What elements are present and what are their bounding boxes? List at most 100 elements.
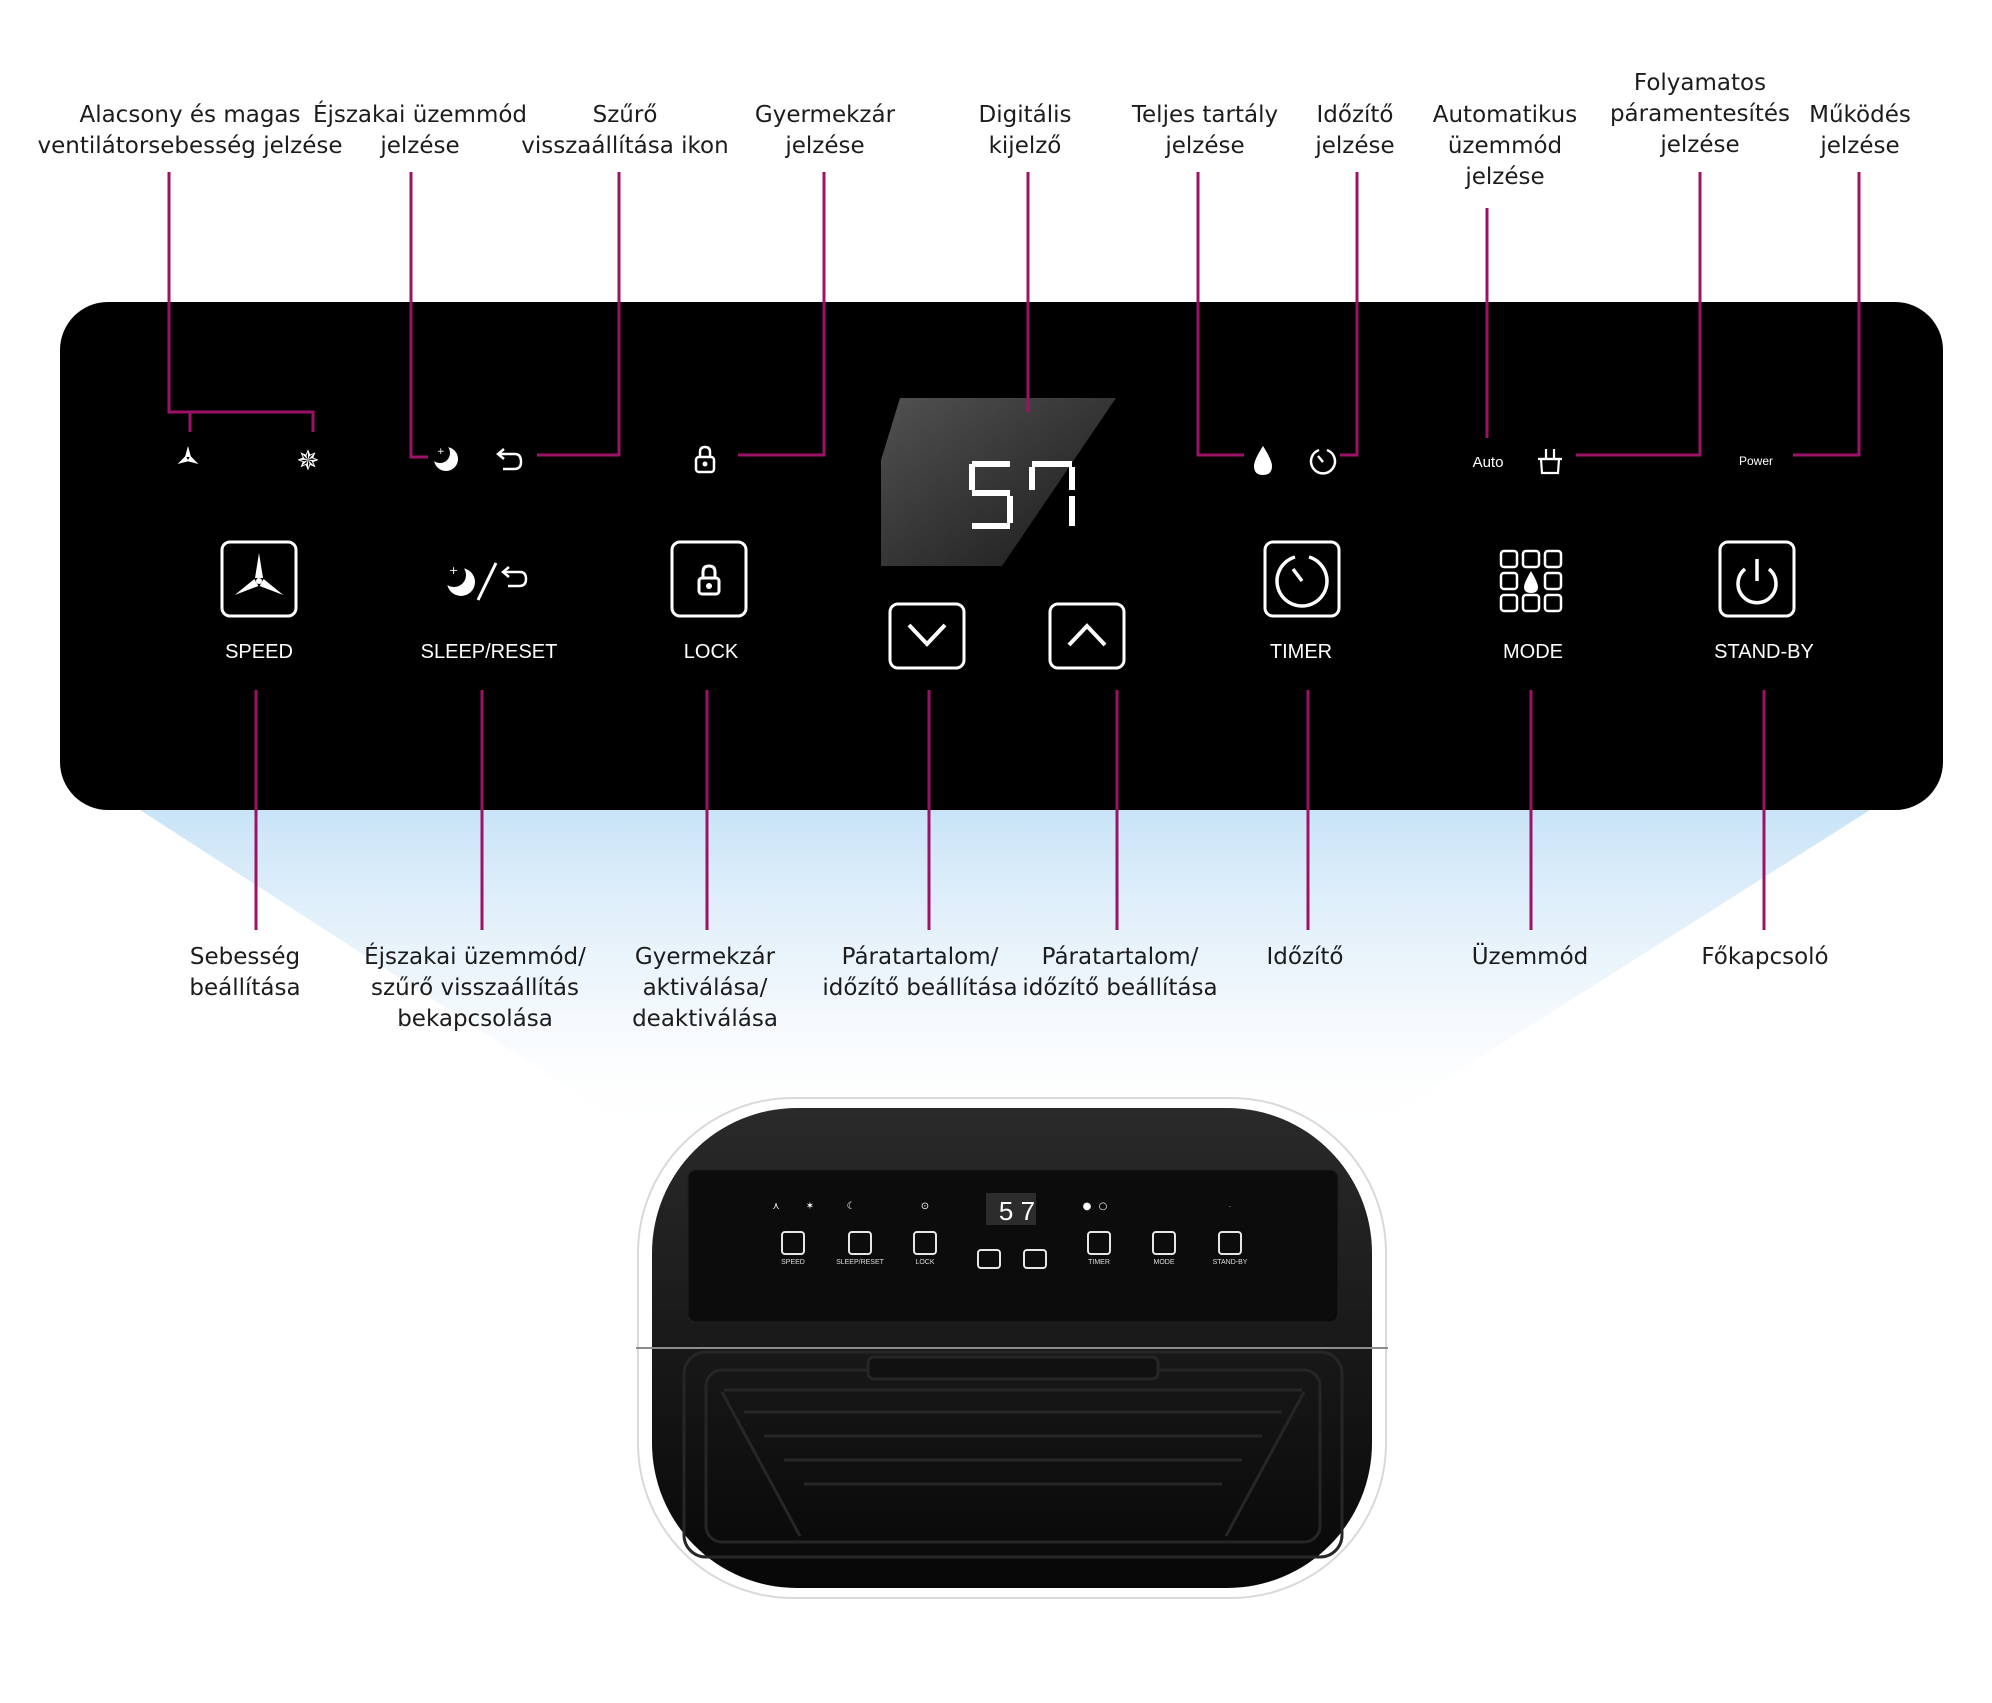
label-lock: Gyermekzár aktiválása/ deaktiválása [632,944,778,1032]
label-child-lock: Gyermekzár jelzése [754,102,896,159]
indicator-row: ✵ + Auto Power [177,443,1773,477]
leader-child-lock [738,172,826,457]
label-night-mode: Éjszakai üzemmód jelzése [312,102,528,159]
fan-icon [234,553,284,595]
device-button-labels: SPEED SLEEP/RESET LOCK TIMER MODE STAND-… [781,1259,1248,1266]
reset-arrow-icon [496,448,523,471]
lock-button[interactable] [670,540,748,618]
device-lock-label: LOCK [915,1259,934,1266]
reset-icon [501,566,528,588]
timer-button[interactable] [1263,540,1341,618]
label-auto-mode: Automatikus üzemmód jelzése [1432,102,1578,190]
lock-caption: LOCK [684,641,739,663]
chevron-down-icon [907,623,947,647]
label-filter-reset: Szűrő visszaállítása ikon [521,102,729,159]
label-digital-display: Digitális kijelző [978,102,1072,159]
leader-night-mode [409,172,428,459]
mode-caption: MODE [1503,641,1563,663]
timer-indicator-icon [1309,448,1337,475]
moon-icon: + [430,443,458,471]
sleep-moon-icon: + [442,563,475,596]
display-digit-7 [1029,461,1075,526]
power-icon [1736,559,1778,605]
device-up-button[interactable] [1023,1249,1047,1269]
timer-caption: TIMER [1270,641,1332,663]
display-glass [881,398,1116,566]
svg-text:+: + [449,564,458,577]
lock-indicator-icon [694,445,716,474]
device-fan-low-icon: ⋏ [772,1201,779,1212]
label-full-tank: Teljes tartály jelzése [1131,102,1279,159]
label-up: Páratartalom/ időzítő beállítása [1022,944,1218,1001]
device-buttons [781,1231,1242,1269]
device-timer-button[interactable] [1087,1231,1111,1255]
device-lock-button[interactable] [913,1231,937,1255]
leader-full-tank [1196,172,1244,457]
device-down-button[interactable] [977,1249,1001,1269]
fan-high-icon: ✵ [296,444,319,477]
button-captions: SPEED SLEEP/RESET LOCK TIMER MODE STAND-… [225,641,1814,663]
sleep-reset-caption: SLEEP/RESET [421,641,558,663]
device-sleep-label: SLEEP/RESET [836,1259,885,1266]
power-indicator: Power [1739,454,1773,468]
device-sleep-button[interactable] [848,1231,872,1255]
device-display-value: 5 7 [999,1196,1035,1226]
up-button[interactable] [1048,602,1126,670]
fan-low-icon [177,446,199,464]
label-timer-indicator: Időzítő jelzése [1315,102,1395,159]
label-operation: Működés jelzése [1809,102,1911,159]
device-standby-label: STAND-BY [1213,1259,1248,1266]
device-speed-button[interactable] [781,1231,805,1255]
label-timer: Időzítő [1266,944,1344,970]
leader-fan-speed [167,172,192,432]
label-speed: Sebesség beállítása [189,944,301,1001]
mode-button[interactable] [1499,549,1563,613]
leader-continuous [1576,172,1702,457]
panel-glow [140,810,1870,1140]
device-timer-label: TIMER [1088,1259,1110,1266]
device-mode-button[interactable] [1152,1231,1176,1255]
svg-text:+: + [437,447,445,457]
device-mode-label: MODE [1154,1259,1175,1266]
label-fan-speed: Alacsony és magas ventilátorsebesség jel… [37,102,343,159]
sleep-reset-button[interactable]: + [442,562,528,601]
label-continuous: Folyamatos páramentesítés jelzése [1609,70,1791,158]
device-lock-ind-icon: ⊙ [921,1201,929,1212]
device-display-glass [986,1193,1036,1225]
leader-lines [167,172,1861,930]
auto-indicator: Auto [1473,454,1504,471]
device-moon-icon: ☾ [847,1201,856,1212]
dehumidifier-device: ⋏ ✶ ☾ ⊙ ● ○ · 5 7 SPEED SLEEP/RESET LOCK… [636,1097,1388,1599]
speed-caption: SPEED [225,641,293,663]
device-speed-label: SPEED [781,1259,805,1266]
full-tank-icon [1254,446,1272,475]
standby-button[interactable] [1718,540,1796,618]
digital-display [969,461,1075,529]
device-fan-high-icon: ✶ [806,1201,814,1212]
display-digit-5 [969,461,1013,529]
device-standby-button[interactable] [1218,1231,1242,1255]
down-button[interactable] [888,602,966,670]
label-sleep-reset: Éjszakai üzemmód/ szűrő visszaállítás be… [364,944,586,1032]
continuous-indicator-icon [1538,449,1562,475]
leader-filter-reset [537,172,621,457]
leader-operation [1793,172,1861,457]
device-power-ind: · [1229,1204,1231,1211]
label-mode: Üzemmód [1471,944,1589,970]
device-drop-icon: ● [1083,1201,1092,1212]
label-power: Főkapcsoló [1701,944,1829,970]
speed-button[interactable] [220,540,298,618]
mode-grid-icon [1499,549,1563,613]
padlock-icon [697,564,721,596]
device-indicators: ⋏ ✶ ☾ ⊙ ● ○ · [772,1201,1231,1212]
stopwatch-icon [1275,555,1329,608]
device-air-grille [682,1350,1344,1559]
leader-fan-speed-high [190,410,315,432]
device-control-strip [687,1169,1339,1323]
device-timer-ind-icon: ○ [1099,1201,1108,1212]
label-down: Páratartalom/ időzítő beállítása [822,944,1018,1001]
leader-timer-ind [1340,172,1359,457]
chevron-up-icon [1067,623,1107,647]
standby-caption: STAND-BY [1714,641,1814,663]
